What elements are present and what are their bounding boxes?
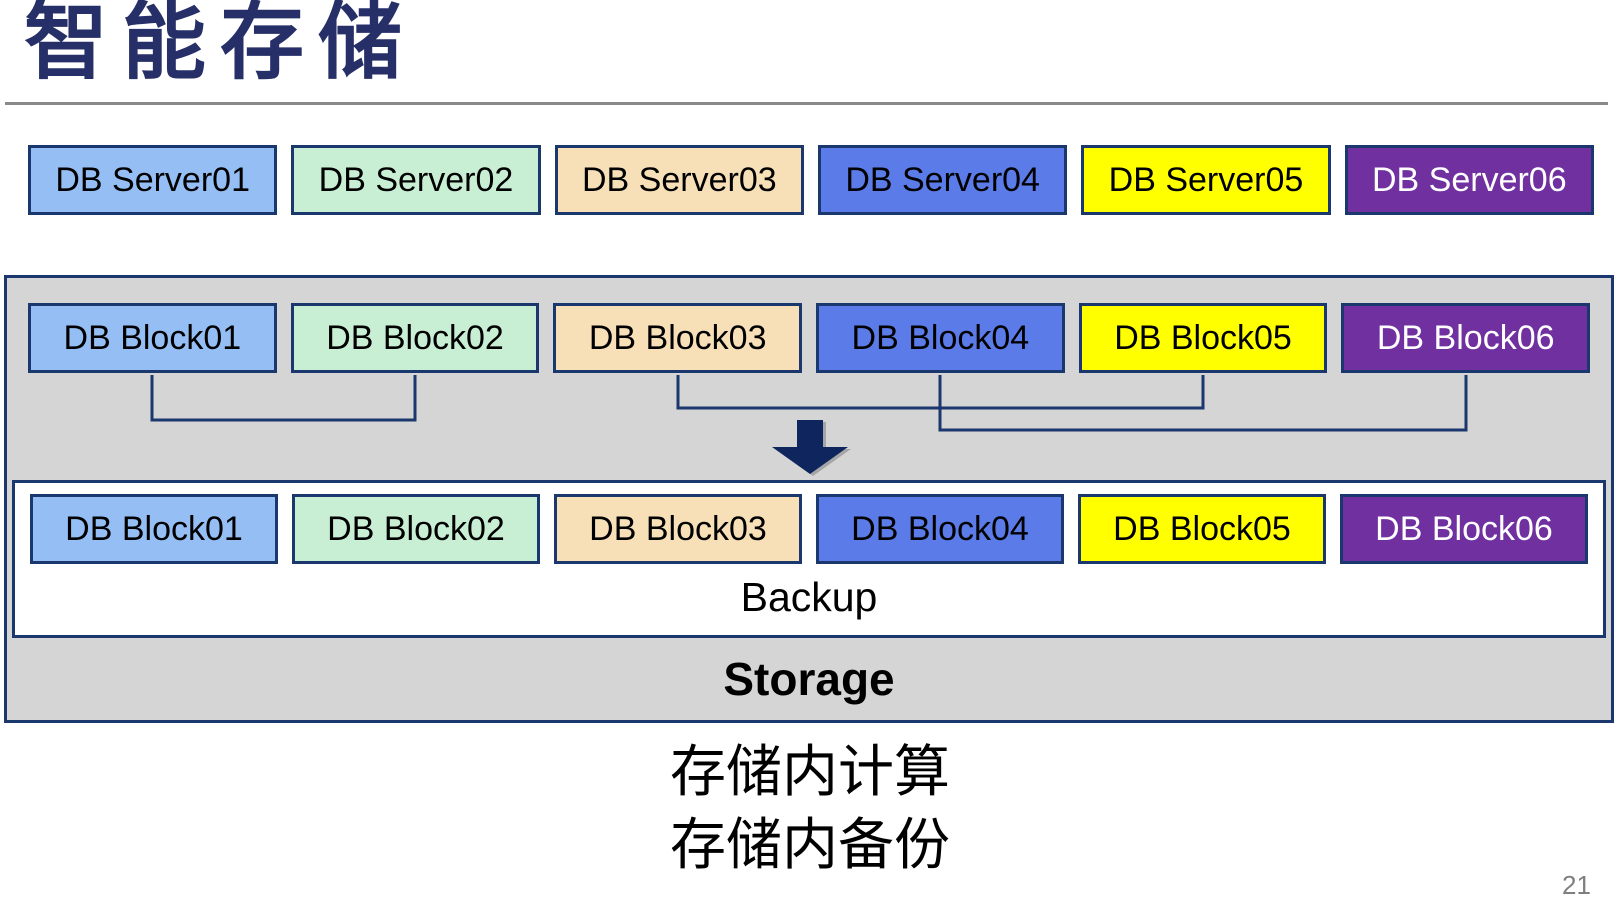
connector-line-block4-block6 [938,375,1468,432]
db-block-source-box-5: DB Block05 [1078,303,1328,373]
db-server-box-5: DB Server05 [1081,145,1331,215]
db-server-box-1: DB Server01 [28,145,278,215]
caption-line-compute: 存储内计算 [670,740,950,803]
storage-label: Storage [723,653,895,705]
down-arrow-shape [772,420,848,474]
db-server-box-6: DB Server06 [1344,145,1594,215]
page-title: 智能存储 [24,0,417,89]
backup-box: DB Block01 DB Block02 DB Block03 DB Bloc… [12,480,1606,638]
db-server-box-4: DB Server04 [817,145,1068,215]
down-arrow-icon [772,420,848,474]
db-server-box-3: DB Server03 [554,145,804,215]
db-block-backup-box-6: DB Block06 [1340,494,1588,564]
db-block-backup-box-5: DB Block05 [1078,494,1326,564]
connector-line-block1-block2 [150,375,417,422]
title-divider [5,102,1608,105]
db-block-row-source: DB Block01 DB Block02 DB Block03 DB Bloc… [7,303,1611,373]
db-block-backup-box-4: DB Block04 [816,494,1064,564]
db-block-source-box-2: DB Block02 [290,303,540,373]
connector-lines [150,375,1468,432]
db-block-backup-box-1: DB Block01 [30,494,278,564]
db-block-source-box-3: DB Block03 [553,303,803,373]
db-block-backup-box-3: DB Block03 [554,494,802,564]
captions: 存储内计算 存储内备份 [0,736,1620,882]
db-block-source-box-6: DB Block06 [1341,303,1591,373]
storage-container: DB Block01 DB Block02 DB Block03 DB Bloc… [4,275,1614,723]
db-block-backup-box-2: DB Block02 [292,494,540,564]
page-number: 21 [1562,870,1591,900]
backup-label: Backup [740,574,878,620]
db-block-row-backup: DB Block01 DB Block02 DB Block03 DB Bloc… [30,494,1588,564]
db-server-box-2: DB Server02 [291,145,541,215]
db-block-source-box-1: DB Block01 [28,303,277,373]
db-server-row: DB Server01 DB Server02 DB Server03 DB S… [0,145,1620,215]
db-block-source-box-4: DB Block04 [816,303,1065,373]
caption-line-backup: 存储内备份 [670,812,950,876]
